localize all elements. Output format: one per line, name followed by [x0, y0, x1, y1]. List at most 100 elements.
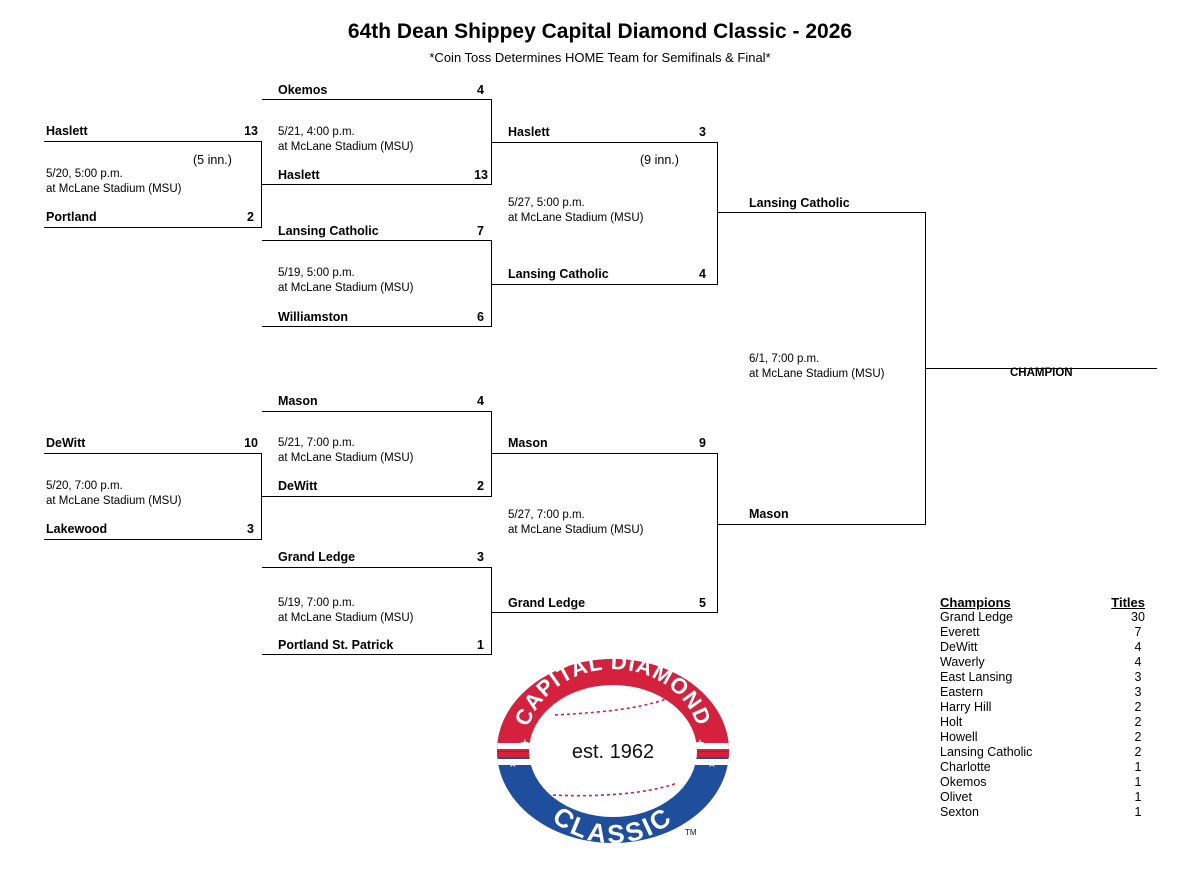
champion-titles: 3 [1134, 685, 1142, 699]
logo-tm: TM [685, 828, 697, 837]
champion-titles: 4 [1134, 640, 1142, 654]
game-venue: at McLane Stadium (MSU) [278, 282, 414, 294]
logo-graphic: ★ ★ ★ ★ CAPITAL DIAMOND CLASSIC est. 196… [497, 649, 729, 849]
bracket-line [261, 141, 262, 227]
champion-row: Everett 7 [940, 625, 1145, 640]
game-venue: at McLane Stadium (MSU) [749, 368, 885, 380]
bracket-line [717, 453, 718, 612]
bracket-line [492, 612, 718, 613]
team-name: Mason [278, 394, 318, 408]
champion-titles: 1 [1134, 775, 1142, 789]
game-date: 5/20, 5:00 p.m. [46, 168, 123, 180]
innings-note: (9 inn.) [640, 153, 679, 167]
champion-titles: 30 [1131, 610, 1145, 624]
bracket-line [44, 539, 262, 540]
team-name: Lansing Catholic [749, 196, 850, 210]
game-venue: at McLane Stadium (MSU) [508, 524, 644, 536]
bracket-line [718, 524, 926, 525]
game-venue: at McLane Stadium (MSU) [46, 495, 182, 507]
game-date: 5/19, 5:00 p.m. [278, 267, 355, 279]
bracket-line [261, 453, 262, 539]
game-date: 6/1, 7:00 p.m. [749, 353, 820, 365]
team-name: Mason [508, 436, 548, 450]
champion-name: Olivet [940, 790, 972, 804]
team-name: Okemos [278, 83, 328, 97]
bracket-line [44, 453, 262, 454]
team-name: DeWitt [46, 436, 86, 450]
team-name: Haslett [278, 168, 320, 182]
champion-row: Waverly 4 [940, 655, 1145, 670]
bracket-line [717, 142, 718, 284]
team-score: 3 [247, 522, 254, 536]
capital-diamond-logo: ★ ★ ★ ★ CAPITAL DIAMOND CLASSIC est. 196… [495, 649, 735, 855]
bracket-line [262, 496, 492, 497]
bracket-line [262, 326, 492, 327]
bracket-line [491, 99, 492, 184]
champion-name: Waverly [940, 655, 985, 669]
team-score: 7 [477, 224, 484, 238]
game-venue: at McLane Stadium (MSU) [46, 183, 182, 195]
champion-titles: 2 [1134, 745, 1142, 759]
bracket-line [491, 240, 492, 326]
team-name: Williamston [278, 310, 349, 324]
champion-titles: 2 [1134, 700, 1142, 714]
champions-header: Champions [940, 595, 1011, 610]
champion-titles: 2 [1134, 730, 1142, 744]
champion-line [925, 368, 1157, 369]
team-score: 2 [477, 479, 484, 493]
bracket-line [718, 212, 926, 213]
champion-label: CHAMPION [1010, 367, 1073, 379]
team-score: 2 [247, 210, 254, 224]
bracket-line [262, 567, 492, 568]
champion-titles: 4 [1134, 655, 1142, 669]
game-date: 5/20, 7:00 p.m. [46, 480, 123, 492]
champion-row: Harry Hill 2 [940, 700, 1145, 715]
champion-titles: 7 [1134, 625, 1142, 639]
champion-titles: 1 [1134, 805, 1142, 819]
champion-name: Holt [940, 715, 963, 729]
champions-table-header: Champions Titles [940, 595, 1145, 610]
bracket-line [262, 99, 492, 100]
bracket-line [44, 227, 262, 228]
team-name: Lakewood [46, 522, 108, 536]
game-venue: at McLane Stadium (MSU) [278, 612, 414, 624]
game-venue: at McLane Stadium (MSU) [278, 141, 414, 153]
team-name: Grand Ledge [278, 550, 356, 564]
champion-name: Everett [940, 625, 980, 639]
logo-center-text: est. 1962 [572, 741, 654, 763]
bracket-line [44, 141, 252, 142]
game-venue: at McLane Stadium (MSU) [508, 212, 644, 224]
champion-name: Harry Hill [940, 700, 992, 714]
team-score: 13 [474, 168, 488, 182]
team-score: 4 [477, 394, 484, 408]
team-name: DeWitt [278, 479, 318, 493]
champion-name: DeWitt [940, 640, 978, 654]
titles-header: Titles [1111, 595, 1145, 610]
bracket-line [492, 142, 718, 143]
champion-titles: 3 [1134, 670, 1142, 684]
svg-text:★: ★ [508, 758, 518, 770]
champion-row: Sexton 1 [940, 805, 1145, 820]
champion-name: Sexton [940, 805, 979, 819]
champion-row: DeWitt 4 [940, 640, 1145, 655]
game-date: 5/21, 7:00 p.m. [278, 437, 355, 449]
team-name: Haslett [46, 124, 88, 138]
team-score: 4 [699, 267, 706, 281]
team-name: Grand Ledge [508, 596, 586, 610]
bracket-line [491, 411, 492, 496]
bracket-title: 64th Dean Shippey Capital Diamond Classi… [347, 20, 853, 43]
game-date: 5/27, 7:00 p.m. [508, 509, 585, 521]
champion-name: Grand Ledge [940, 610, 1013, 624]
champion-titles: 1 [1134, 760, 1142, 774]
team-score: 4 [477, 83, 484, 97]
team-score: 5 [699, 596, 706, 610]
